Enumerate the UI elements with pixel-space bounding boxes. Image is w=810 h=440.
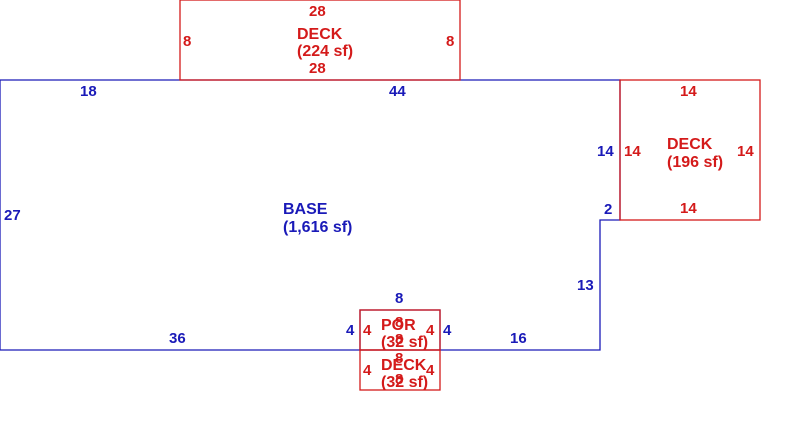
base-name: BASE [283, 201, 328, 218]
deck-right-name: DECK [667, 136, 713, 153]
deck-top-name: DECK [297, 26, 343, 43]
deck-right-dim-bottom: 14 [680, 200, 697, 217]
base-dim-step: 2 [604, 201, 612, 218]
porch-dim-inner-top: 8 [395, 314, 403, 331]
deck-right-dim-top: 14 [680, 83, 697, 100]
base-dim-porch-top: 8 [395, 290, 403, 307]
deck-bottom-outline [359, 349, 441, 391]
deck-right-dim-left: 14 [624, 143, 641, 160]
porch-name: POR [381, 317, 416, 334]
deck-bottom-area: (32 sf) [381, 374, 428, 391]
deck-top-dim-top: 28 [309, 3, 326, 20]
porch-dim-right: 4 [426, 322, 435, 339]
deck-bottom-dim-left: 4 [363, 362, 372, 379]
base-dim-bottom-right: 16 [510, 330, 527, 347]
deck-top-outline [179, 0, 461, 81]
deck-top-area: (224 sf) [297, 43, 353, 60]
base-dim-right-upper: 14 [597, 143, 614, 160]
base-dim-right-lower: 13 [577, 277, 594, 294]
base-dim-top-left: 18 [80, 83, 97, 100]
deck-top-dim-bottom: 28 [309, 60, 326, 77]
base-area: (1,616 sf) [283, 219, 352, 236]
base-dim-porch-side-right: 4 [443, 322, 452, 339]
base-dim-top-right: 44 [389, 83, 406, 100]
deck-bottom-dim-right: 4 [426, 362, 435, 379]
base-dim-left: 27 [4, 207, 21, 224]
deck-top-dim-left: 8 [183, 33, 191, 50]
base-dim-porch-side-left: 4 [346, 322, 355, 339]
deck-right-area: (196 sf) [667, 154, 723, 171]
base-dim-bottom-left: 36 [169, 330, 186, 347]
porch-dim-inner-bottom: 8 [395, 331, 403, 348]
deck-bottom-dim-inner-bottom: 8 [395, 371, 403, 388]
deck-right-outline [619, 79, 761, 221]
porch-area: (32 sf) [381, 334, 428, 351]
deck-right-dim-right: 14 [737, 143, 754, 160]
deck-top-dim-right: 8 [446, 33, 454, 50]
porch-dim-left: 4 [363, 322, 372, 339]
deck-bottom-name: DECK [381, 357, 427, 374]
deck-bottom-dim-inner-top: 8 [395, 350, 403, 367]
